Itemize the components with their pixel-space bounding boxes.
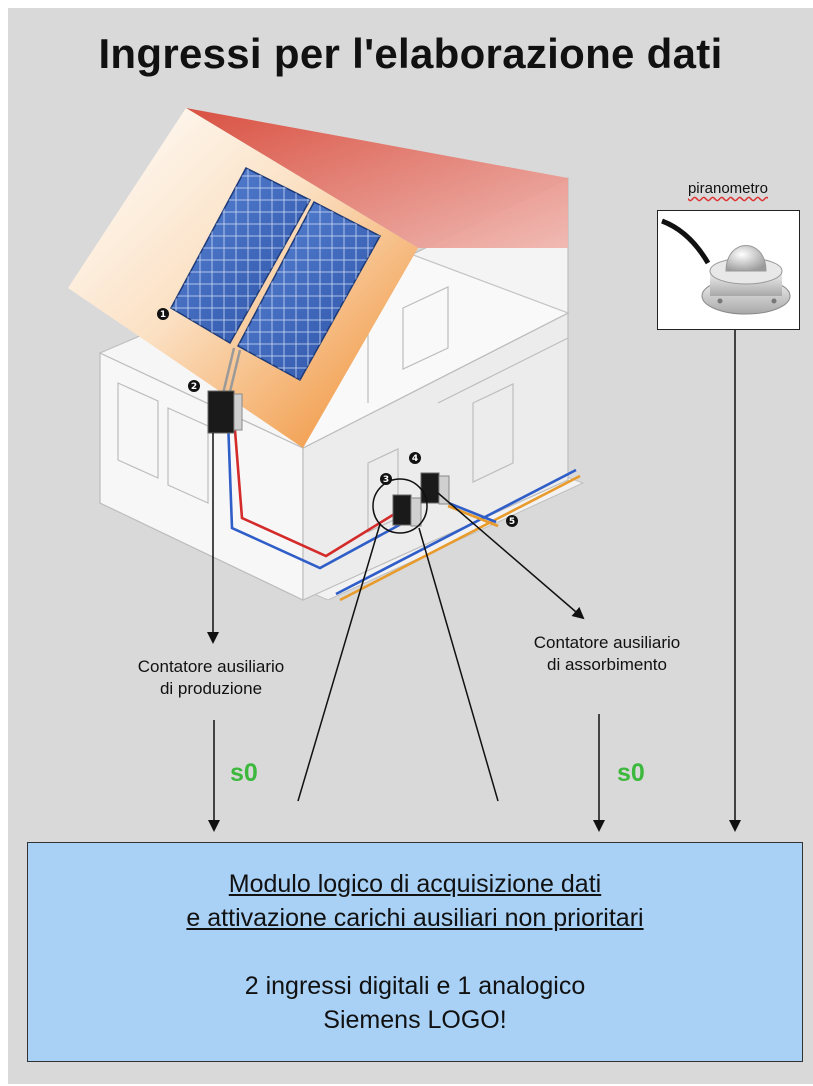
zoom-circle (372, 478, 428, 534)
production-meter-label: Contatore ausiliario di produzione (96, 656, 326, 700)
house-markers: 1 2 3 4 5 (157, 308, 518, 527)
signal-s0-absorption: s0 (617, 759, 645, 787)
diagram-canvas: Ingressi per l'elaborazione dati (8, 8, 813, 1084)
production-meter-label-line2: di produzione (159, 679, 263, 698)
solar-panels (169, 167, 382, 382)
zoom-line-left (297, 523, 381, 802)
connector-arrows (207, 330, 741, 832)
grid-meter-box (392, 494, 422, 527)
marker-1: 1 (160, 310, 166, 320)
marker-5: 5 (509, 517, 515, 527)
logic-module-box: Modulo logico di acquisizione dati e att… (27, 842, 803, 1062)
marker-2: 2 (191, 382, 197, 392)
module-inputs: 2 ingressi digitali e 1 analogico (244, 972, 586, 1000)
pyranometer-sensor-icon (661, 218, 791, 315)
absorption-meter-label: Contatore ausiliario di assorbimento (492, 632, 722, 676)
production-meter-label-line1: Contatore ausiliario (137, 657, 285, 676)
module-title-line2: e attivazione carichi ausiliari non prio… (186, 904, 644, 932)
marker-3: 3 (383, 475, 389, 485)
module-device: Siemens LOGO! (323, 1006, 507, 1034)
module-title-line1: Modulo logico di acquisizione dati (228, 870, 602, 898)
pyranometer-image (657, 210, 800, 330)
power-wires (226, 417, 581, 602)
production-meter-box (207, 390, 243, 434)
zoom-line-right (418, 527, 499, 802)
absorption-meter-label-line1: Contatore ausiliario (533, 633, 681, 652)
pyranometer-label: piranometro (687, 180, 769, 197)
signal-s0-production: s0 (230, 759, 258, 787)
absorption-meter-label-line2: di assorbimento (546, 655, 667, 674)
house-illustration: 1 2 3 4 5 (68, 108, 741, 832)
arrow-absorption-meter (437, 492, 585, 620)
page-title: Ingressi per l'elaborazione dati (98, 30, 723, 77)
marker-4: 4 (412, 454, 418, 464)
